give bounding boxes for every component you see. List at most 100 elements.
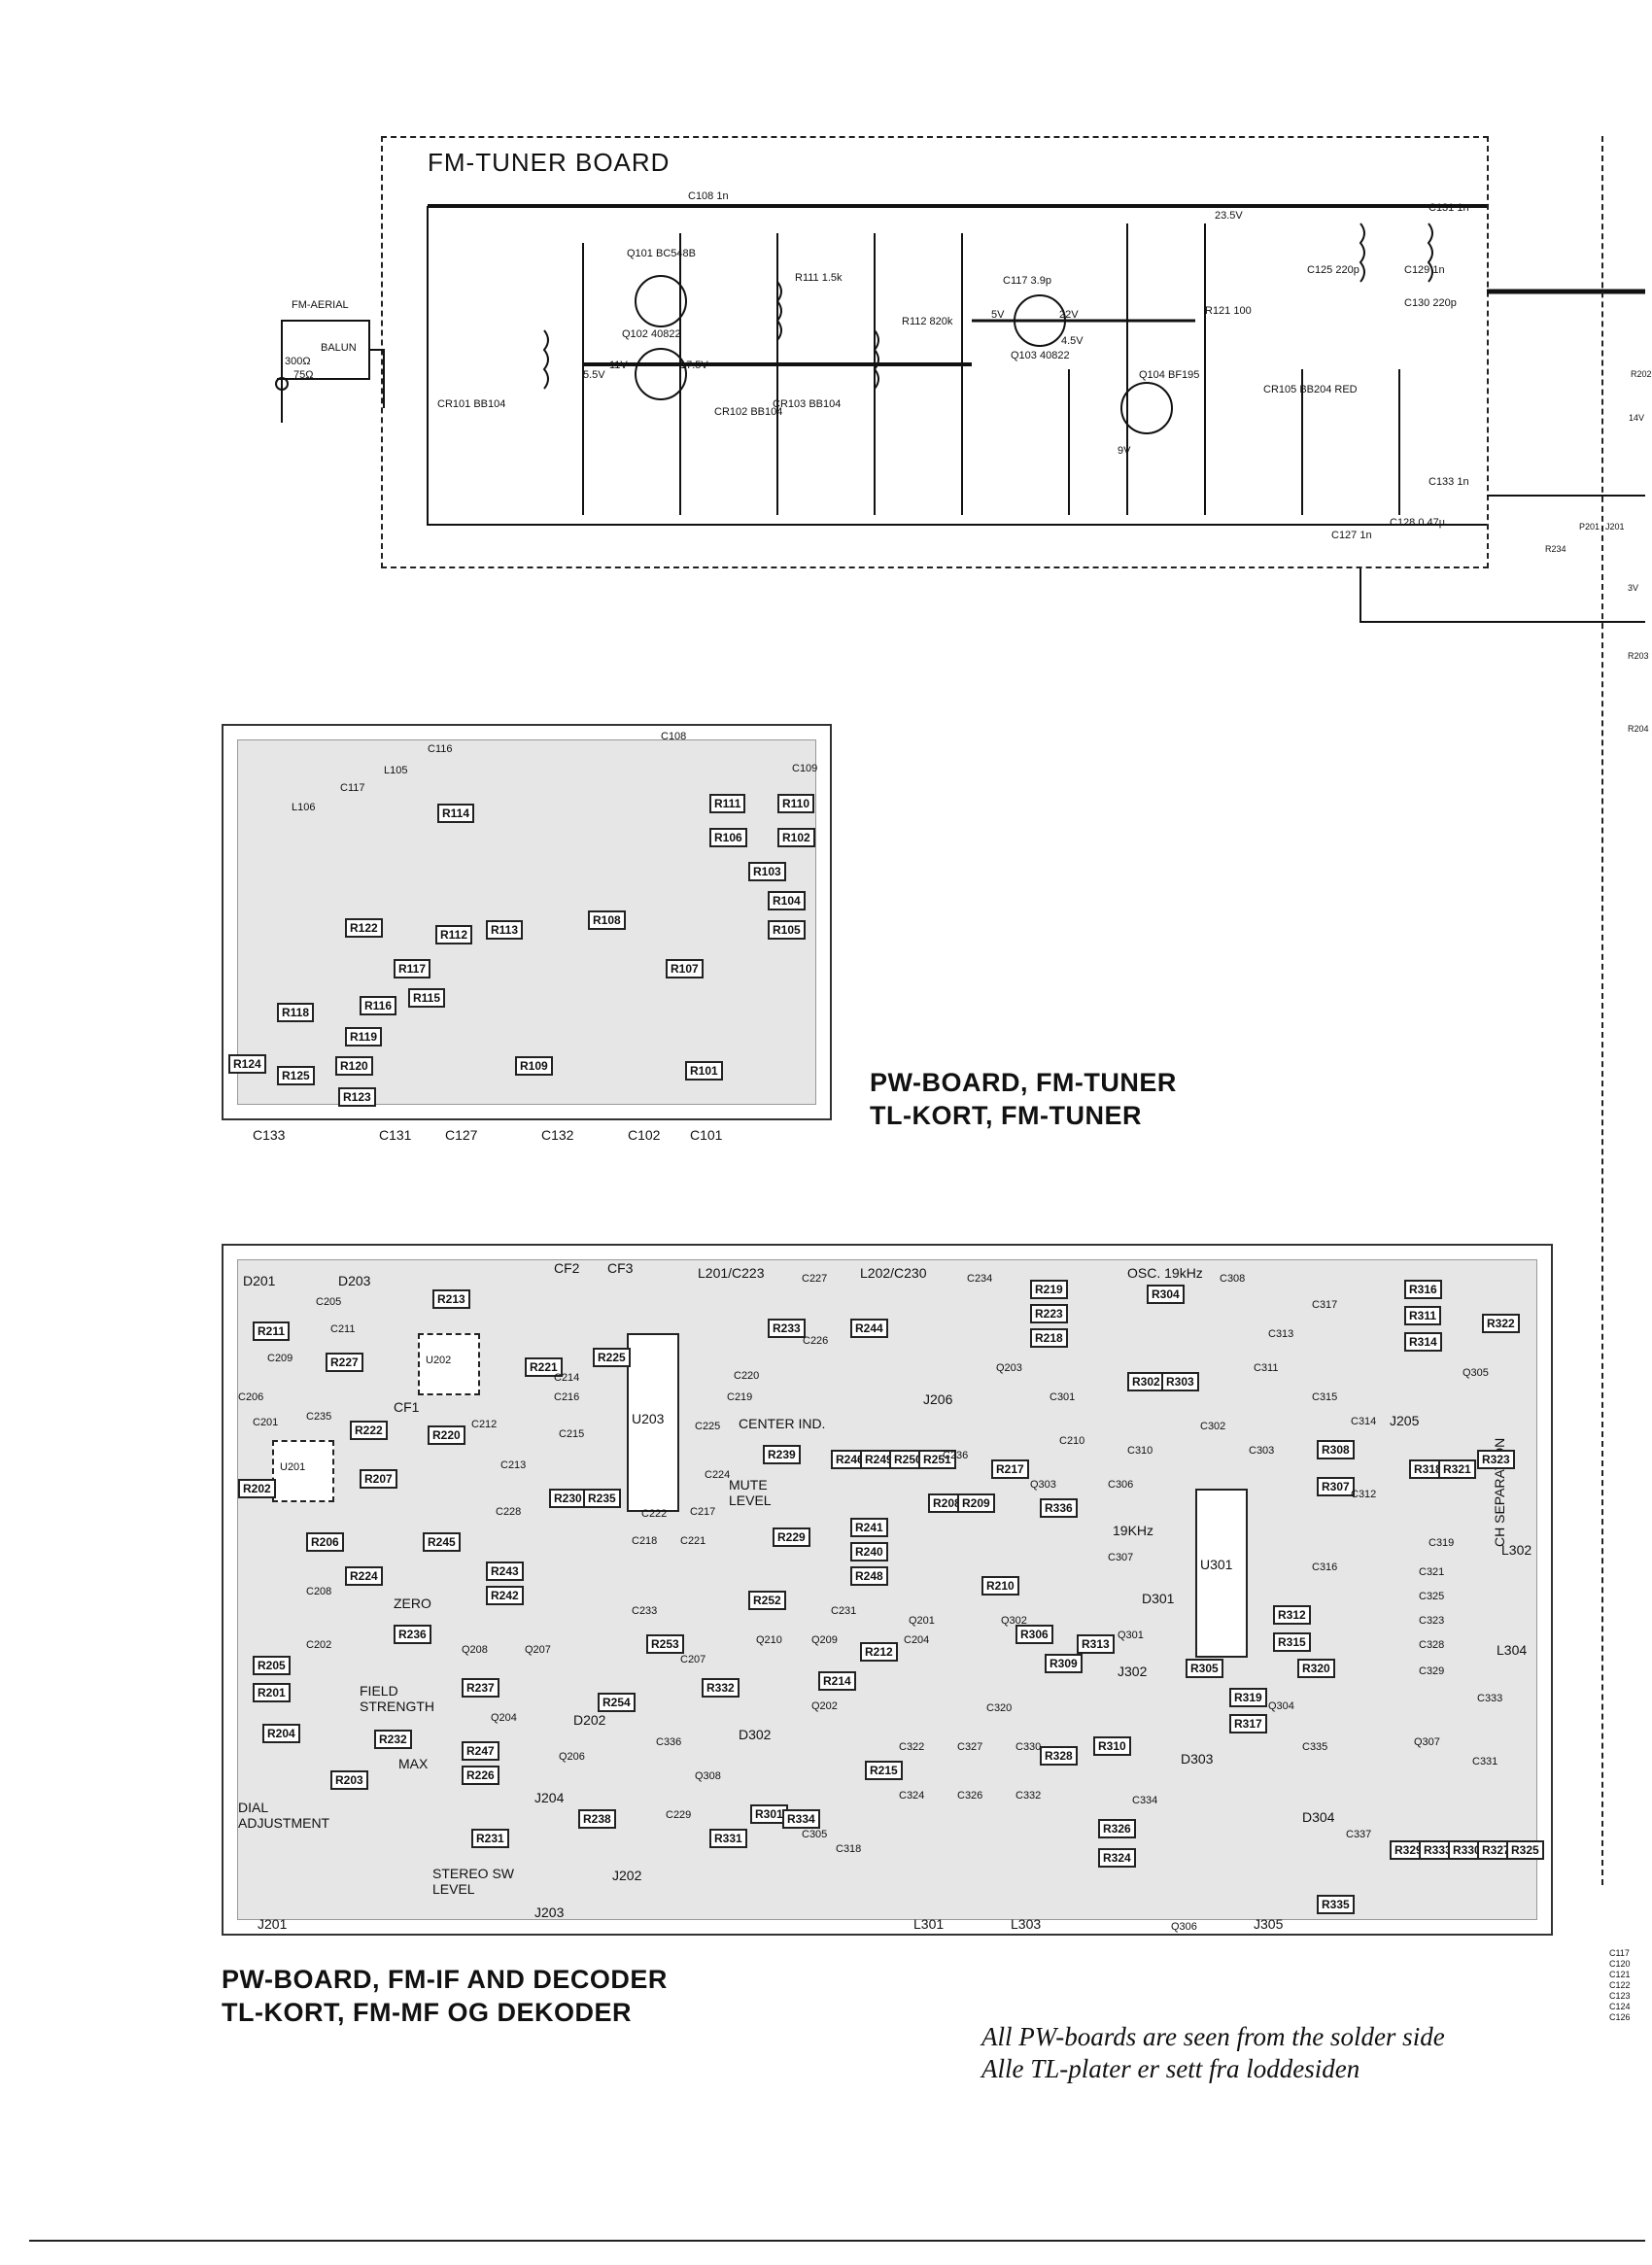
component-ref: Q104: [1139, 369, 1165, 381]
component-value: 1n: [716, 190, 729, 202]
diode-label: D302: [739, 1727, 772, 1742]
resistor: R239: [763, 1445, 801, 1464]
transistor-label: Q303: [1030, 1479, 1056, 1491]
resistor: R326: [1098, 1819, 1136, 1838]
resistor: R306: [1015, 1625, 1053, 1644]
resistor: R310: [1093, 1736, 1131, 1756]
transistor-label: Q203: [996, 1362, 1022, 1374]
edge-label: C121: [1609, 1970, 1631, 1979]
if-decoder-pcb: OSC. 19kHz CENTER IND. MUTE LEVEL ZERO F…: [222, 1244, 1553, 1936]
resistor: R241: [850, 1518, 888, 1537]
resistor: R253: [646, 1634, 684, 1654]
component-ref: CR101: [437, 398, 471, 410]
resistor: R305: [1186, 1659, 1223, 1678]
component-ref: R112: [902, 316, 927, 327]
capacitor-label: C329: [1419, 1665, 1445, 1677]
transistor-label: Q307: [1414, 1736, 1440, 1748]
voltage-label: 5V: [991, 309, 1005, 321]
resistor: R236: [394, 1625, 431, 1644]
resistor: R242: [486, 1586, 524, 1605]
pcb-bottom-label: C131: [379, 1127, 412, 1143]
resistor: R252: [748, 1591, 786, 1610]
resistor: R327: [1477, 1840, 1515, 1860]
coil-label: L201/C223: [698, 1265, 765, 1281]
resistor: R248: [850, 1566, 888, 1586]
resistor: R231: [471, 1829, 509, 1848]
mute-level-label: MUTE LEVEL: [729, 1477, 772, 1508]
resistor: R222: [350, 1421, 388, 1440]
connector-label: J203: [534, 1905, 565, 1920]
resistor: R240: [850, 1542, 888, 1561]
component-ref: C127: [1331, 530, 1358, 541]
capacitor-label: C311: [1254, 1362, 1279, 1374]
resistor: R117: [394, 959, 431, 978]
capacitor-label: C313: [1268, 1328, 1294, 1340]
resistor: R321: [1438, 1459, 1476, 1479]
chip-label: U203: [632, 1411, 665, 1426]
resistor: R213: [432, 1289, 470, 1309]
if-pcb-caption-no: TL-KORT, FM-MF OG DEKODER: [222, 1998, 632, 2027]
footer-note-en: All PW-boards are seen from the solder s…: [981, 2022, 1445, 2051]
edge-label: C126: [1609, 2012, 1631, 2022]
resistor: R102: [777, 828, 815, 847]
resistor: R101: [685, 1061, 723, 1081]
resistor: R115: [408, 988, 446, 1008]
component-value: 40822: [1039, 350, 1070, 361]
capacitor-label: C323: [1419, 1615, 1445, 1627]
pcb-bottom-label: C132: [541, 1127, 574, 1143]
pcb-bottom-label: C102: [628, 1127, 661, 1143]
resistor: R112: [435, 925, 473, 944]
transistor-label: Q301: [1118, 1630, 1144, 1641]
coil-label: L302: [1501, 1542, 1532, 1558]
edge-label: P201: [1579, 522, 1600, 532]
resistor: R322: [1482, 1314, 1520, 1333]
resistor: R316: [1404, 1280, 1442, 1299]
chip-label: U201: [280, 1461, 306, 1473]
capacitor-label: C335: [1302, 1741, 1328, 1753]
edge-label: C124: [1609, 2002, 1631, 2011]
component-ref: C131: [1428, 202, 1455, 214]
ic-u203: [627, 1333, 679, 1512]
resistor: R212: [860, 1642, 898, 1662]
capacitor-label: C317: [1312, 1299, 1338, 1311]
voltage-label: 5.5V: [583, 369, 605, 381]
resistor: R203: [330, 1770, 368, 1790]
resistor: R110: [777, 794, 815, 813]
component-value: BB104: [473, 398, 506, 410]
transistor-label: Q202: [811, 1700, 838, 1712]
resistor: R335: [1317, 1895, 1355, 1914]
component-ref: C133: [1428, 476, 1455, 488]
transistor-label: Q208: [462, 1644, 488, 1656]
filter-label: CF3: [607, 1260, 634, 1276]
resistor: R324: [1098, 1848, 1136, 1868]
capacitor-label: C208: [306, 1586, 332, 1597]
capacitor-label: C213: [500, 1459, 527, 1471]
component-value: 3.9p: [1030, 275, 1051, 287]
voltage-label: 4.5V: [1061, 335, 1084, 347]
edge-label: R202: [1631, 369, 1652, 379]
adjacent-page-frame: [1601, 136, 1645, 1885]
capacitor-label: C327: [957, 1741, 983, 1753]
capacitor-label: C236: [943, 1450, 969, 1461]
coil-label: L301: [913, 1916, 945, 1932]
capacitor-label: C302: [1200, 1421, 1226, 1432]
aerial-label: FM-AERIAL: [292, 299, 349, 311]
capacitor-label: C324: [899, 1790, 925, 1802]
resistor: R107: [666, 959, 704, 978]
resistor: R302: [1127, 1372, 1165, 1391]
transistor-label: Q305: [1463, 1367, 1489, 1379]
edge-label: J201: [1605, 522, 1625, 532]
capacitor-label: C332: [1015, 1790, 1042, 1802]
chip-label: U202: [426, 1355, 452, 1366]
resistor: R217: [991, 1459, 1029, 1479]
transistor-label: Q204: [491, 1712, 517, 1724]
voltage-label: 9V: [1118, 445, 1131, 457]
bottom-rule: [29, 2240, 1645, 2242]
edge-label: C123: [1609, 1991, 1631, 2001]
pcb-label: C116: [428, 743, 453, 755]
component-ref: Q103: [1011, 350, 1037, 361]
capacitor-label: C209: [267, 1353, 293, 1364]
capacitor-label: C212: [471, 1419, 498, 1430]
connector-label: J201: [258, 1916, 288, 1932]
capacitor-label: C308: [1220, 1273, 1246, 1285]
